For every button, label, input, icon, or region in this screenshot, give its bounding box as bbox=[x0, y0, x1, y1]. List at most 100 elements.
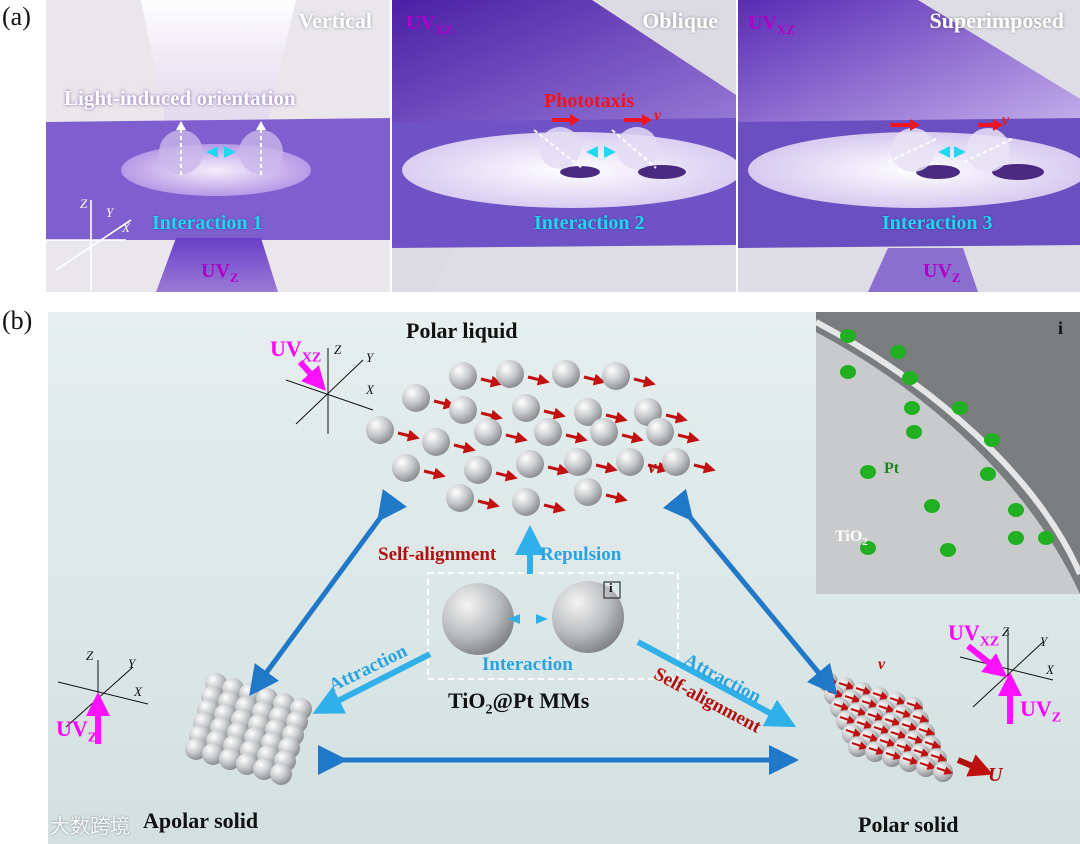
oblique-scene bbox=[392, 0, 736, 292]
liquid-particle bbox=[602, 362, 630, 390]
polar-solid-direction-arrow bbox=[844, 694, 862, 703]
liquid-direction-arrow bbox=[565, 431, 588, 444]
center-title: TiO2@Pt MMs bbox=[448, 688, 590, 718]
pt-dot bbox=[952, 401, 968, 415]
polar-solid-direction-arrow bbox=[885, 751, 903, 760]
pt-dot bbox=[1008, 531, 1024, 545]
pt-dot bbox=[980, 467, 996, 481]
liquid-direction-arrow bbox=[605, 491, 628, 504]
liquid-particle bbox=[512, 488, 540, 516]
apolar-particle bbox=[219, 748, 241, 770]
liquid-direction-arrow bbox=[693, 461, 716, 474]
polar-solid-direction-arrow bbox=[851, 741, 869, 750]
center-box bbox=[427, 572, 679, 680]
panel-b-scene bbox=[57, 312, 1080, 785]
polar-solid-direction-arrow bbox=[919, 761, 937, 770]
pt-dot bbox=[1038, 531, 1054, 545]
subpanel-superimposed: Superimposed UVXZ v Interaction 3 UVZ bbox=[738, 0, 1080, 292]
zoom-marker-label: i bbox=[609, 580, 613, 595]
polar-solid-axis-x: X bbox=[1046, 662, 1054, 677]
polar-solid-direction-arrow bbox=[936, 766, 954, 775]
liquid-particle bbox=[512, 394, 540, 422]
liquid-direction-arrow bbox=[397, 429, 420, 442]
polar-solid-particle bbox=[916, 757, 936, 777]
pt-dot bbox=[984, 433, 1000, 447]
vertical-scene bbox=[46, 0, 390, 292]
liquid-particle bbox=[496, 360, 524, 388]
polar-solid-direction-arrow bbox=[890, 730, 908, 739]
polar-solid-direction-arrow bbox=[889, 696, 907, 705]
liquid-particle bbox=[552, 360, 580, 388]
pt-dot bbox=[940, 543, 956, 557]
polar-solid-direction-arrow bbox=[912, 714, 930, 723]
polar-solid-direction-arrow bbox=[913, 748, 931, 757]
polar-solid-direction-arrow bbox=[845, 728, 863, 737]
panel-b: Polar liquid Apolar solid Polar solid Ti… bbox=[48, 312, 1080, 844]
polar-solid-particle bbox=[865, 742, 885, 762]
uv-xz-arrow-polar-solid bbox=[966, 643, 1008, 678]
polar-solid-axis-z: Z bbox=[1002, 624, 1010, 639]
liquid-particle bbox=[574, 398, 602, 426]
polar-solid-direction-arrow bbox=[918, 727, 936, 736]
liquid-direction-arrow bbox=[621, 431, 644, 444]
liquid-particle bbox=[534, 418, 562, 446]
pt-dot bbox=[840, 329, 856, 343]
pt-dot bbox=[906, 425, 922, 439]
zoom-marker-box bbox=[603, 581, 621, 599]
polar-solid-title: Polar solid bbox=[858, 812, 959, 837]
interaction-label: Interaction bbox=[482, 654, 573, 675]
liquid-particle bbox=[446, 484, 474, 512]
liquid-direction-arrow bbox=[647, 461, 670, 474]
pt-dot bbox=[860, 541, 876, 555]
polar-solid-direction-arrow bbox=[868, 746, 886, 755]
liquid-particle bbox=[449, 396, 477, 424]
superimposed-title: Superimposed bbox=[929, 8, 1064, 33]
oblique-v-label: v bbox=[654, 107, 662, 124]
apolar-particle bbox=[185, 738, 207, 760]
liquid-particle bbox=[366, 416, 394, 444]
polar-solid-direction-arrow bbox=[833, 702, 851, 711]
polar-solid-direction-arrow bbox=[856, 720, 874, 729]
polar-solid-direction-arrow bbox=[850, 707, 868, 716]
polar-solid-direction-arrow bbox=[861, 699, 879, 708]
apolar-particle bbox=[202, 743, 224, 765]
arrow-liquid-apolar bbox=[249, 489, 407, 697]
uv-z-label: UVZ bbox=[201, 260, 239, 285]
liquid-particle bbox=[646, 418, 674, 446]
panel-a-letter: (a) bbox=[2, 2, 31, 31]
apolar-solid-particles bbox=[185, 673, 312, 785]
axis-z-label: Z bbox=[80, 196, 88, 211]
polar-solid-direction-arrow bbox=[838, 681, 856, 690]
polar-solid-direction-arrow bbox=[855, 686, 873, 695]
u-arrow bbox=[956, 754, 994, 777]
attraction-arrow-right bbox=[636, 639, 797, 728]
polar-liquid-particles bbox=[366, 360, 716, 516]
apolar-solid-title: Apolar solid bbox=[143, 808, 259, 833]
center-particle-left bbox=[442, 583, 514, 655]
oblique-particle-right bbox=[616, 127, 658, 169]
pt-dot bbox=[840, 365, 856, 379]
liquid-particle bbox=[449, 362, 477, 390]
oblique-particle-left bbox=[539, 127, 581, 169]
oblique-title: Oblique bbox=[642, 8, 718, 33]
polar-solid-direction-arrow bbox=[879, 738, 897, 747]
axis-x-label: X bbox=[122, 220, 130, 235]
attraction-arrow-left bbox=[312, 651, 432, 714]
self-alignment-left-label: Self-alignment bbox=[378, 544, 497, 565]
liquid-axis-x: X bbox=[366, 382, 374, 397]
interaction-3-label: Interaction 3 bbox=[882, 212, 993, 234]
subpanel-vertical: Vertical Light-induced orientation Inter… bbox=[46, 0, 390, 292]
polar-solid-direction-arrow bbox=[902, 756, 920, 765]
liquid-particle bbox=[402, 384, 430, 412]
superimposed-scene bbox=[738, 0, 1080, 292]
apolar-particle bbox=[236, 753, 258, 775]
polar-solid-direction-arrow bbox=[930, 753, 948, 762]
liquid-direction-arrow bbox=[677, 431, 700, 444]
polar-solid-direction-arrow bbox=[906, 701, 924, 710]
liquid-particle bbox=[616, 448, 644, 476]
apolar-axis-z: Z bbox=[86, 648, 94, 663]
liquid-v-label: v bbox=[648, 457, 657, 478]
pt-dot bbox=[860, 465, 876, 479]
polar-solid-direction-arrow bbox=[895, 709, 913, 718]
vertical-title: Vertical bbox=[298, 8, 372, 33]
